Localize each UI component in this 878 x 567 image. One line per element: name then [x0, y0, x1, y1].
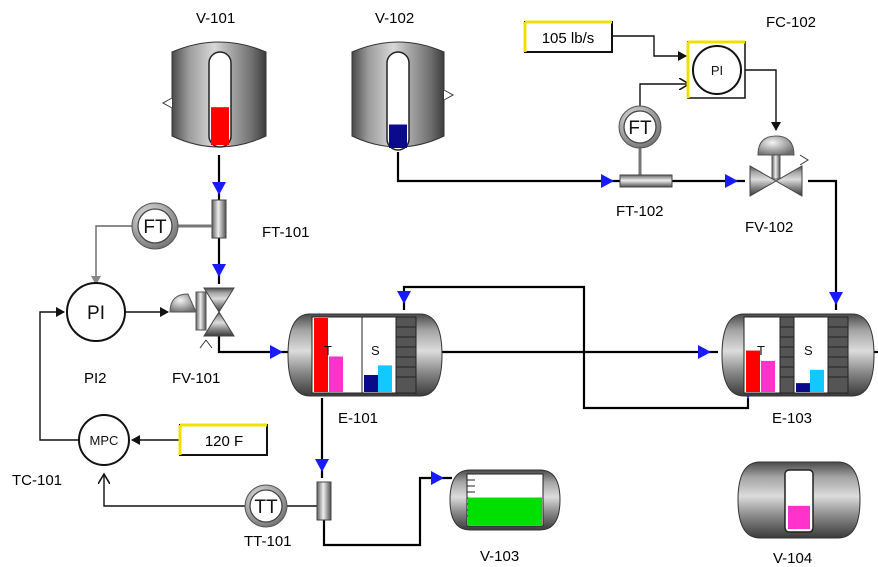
tc101-label: TC-101: [12, 472, 62, 489]
ft101-label: FT-101: [262, 224, 310, 241]
flow-arrow: [698, 345, 711, 359]
pi2-symbol: PI: [87, 303, 105, 324]
ft102-symbol: FT: [628, 118, 652, 139]
transmitter-tt101[interactable]: TT TT-101: [244, 481, 332, 550]
exchanger-bar: [314, 318, 328, 392]
flow-arrow: [397, 291, 411, 304]
exchanger-bar: [796, 383, 810, 392]
tt101-label: TT-101: [244, 533, 292, 550]
exchanger-bar: [761, 360, 775, 392]
exchanger-bar: [329, 356, 343, 392]
e101-t-symbol: T: [324, 343, 332, 358]
valve-fv102[interactable]: FV-102: [745, 135, 809, 236]
flow-arrow: [270, 345, 283, 359]
vessel-v104[interactable]: V-104: [737, 461, 861, 567]
exchanger-e101[interactable]: T S E-101: [287, 313, 443, 427]
flow-arrow: [829, 292, 843, 305]
vessel-v102-label: V-102: [375, 10, 414, 27]
e103-s-symbol: S: [804, 343, 813, 358]
flow-arrow: [315, 459, 329, 472]
vessel-v101-label: V-101: [196, 10, 235, 27]
flow-arrow: [725, 174, 738, 188]
exchanger-e103[interactable]: T S E-103: [721, 313, 875, 427]
vessel-v102[interactable]: V-102: [351, 10, 455, 151]
fv101-label: FV-101: [172, 370, 220, 387]
exchanger-bar: [364, 374, 378, 392]
vessel-v101-level: [211, 107, 229, 145]
controller-pi2[interactable]: PI PI2: [66, 282, 126, 387]
fc102-symbol: PI: [711, 63, 723, 78]
ft101-symbol: FT: [143, 217, 167, 238]
e101-s-symbol: S: [371, 343, 380, 358]
fv102-label: FV-102: [745, 219, 793, 236]
flow-arrow: [601, 174, 614, 188]
e101-label: E-101: [338, 410, 378, 427]
vessel-v103-level: [468, 497, 542, 525]
vessel-v103[interactable]: V-103: [449, 469, 561, 565]
vessel-v104-level: [788, 505, 810, 529]
setpoint-flow-value: 105 lb/s: [542, 30, 595, 47]
transmitter-ft102[interactable]: FT FT-102: [616, 105, 673, 220]
setpoint-temp[interactable]: 120 F: [178, 423, 268, 456]
v104-label: V-104: [773, 550, 812, 567]
ft102-label: FT-102: [616, 203, 664, 220]
vessel-v102-level: [389, 124, 407, 148]
vessel-v101[interactable]: V-101: [161, 10, 267, 148]
flow-arrow: [212, 182, 226, 195]
pi2-label: PI2: [84, 370, 107, 387]
exchanger-e101-bars: [314, 318, 392, 392]
setpoint-temp-value: 120 F: [205, 433, 243, 450]
tt101-symbol: TT: [254, 497, 278, 518]
setpoint-flow[interactable]: 105 lb/s: [523, 20, 613, 53]
fc102-label: FC-102: [766, 14, 816, 31]
e103-label: E-103: [772, 410, 812, 427]
v103-label: V-103: [480, 548, 519, 565]
e103-t-symbol: T: [757, 343, 765, 358]
exchanger-bar: [378, 365, 392, 392]
tc101-symbol: MPC: [90, 433, 119, 448]
exchanger-bar: [810, 369, 824, 392]
flow-arrow: [212, 264, 226, 277]
controller-fc102[interactable]: PI FC-102: [686, 14, 816, 99]
valve-fv101[interactable]: FV-101: [169, 287, 235, 387]
flow-arrow: [431, 471, 444, 485]
exchanger-bar: [746, 350, 760, 392]
exchanger-e103-bars: [746, 350, 824, 392]
transmitter-ft101[interactable]: FT FT-101: [131, 199, 310, 250]
controller-tc101[interactable]: MPC TC-101: [12, 414, 130, 489]
